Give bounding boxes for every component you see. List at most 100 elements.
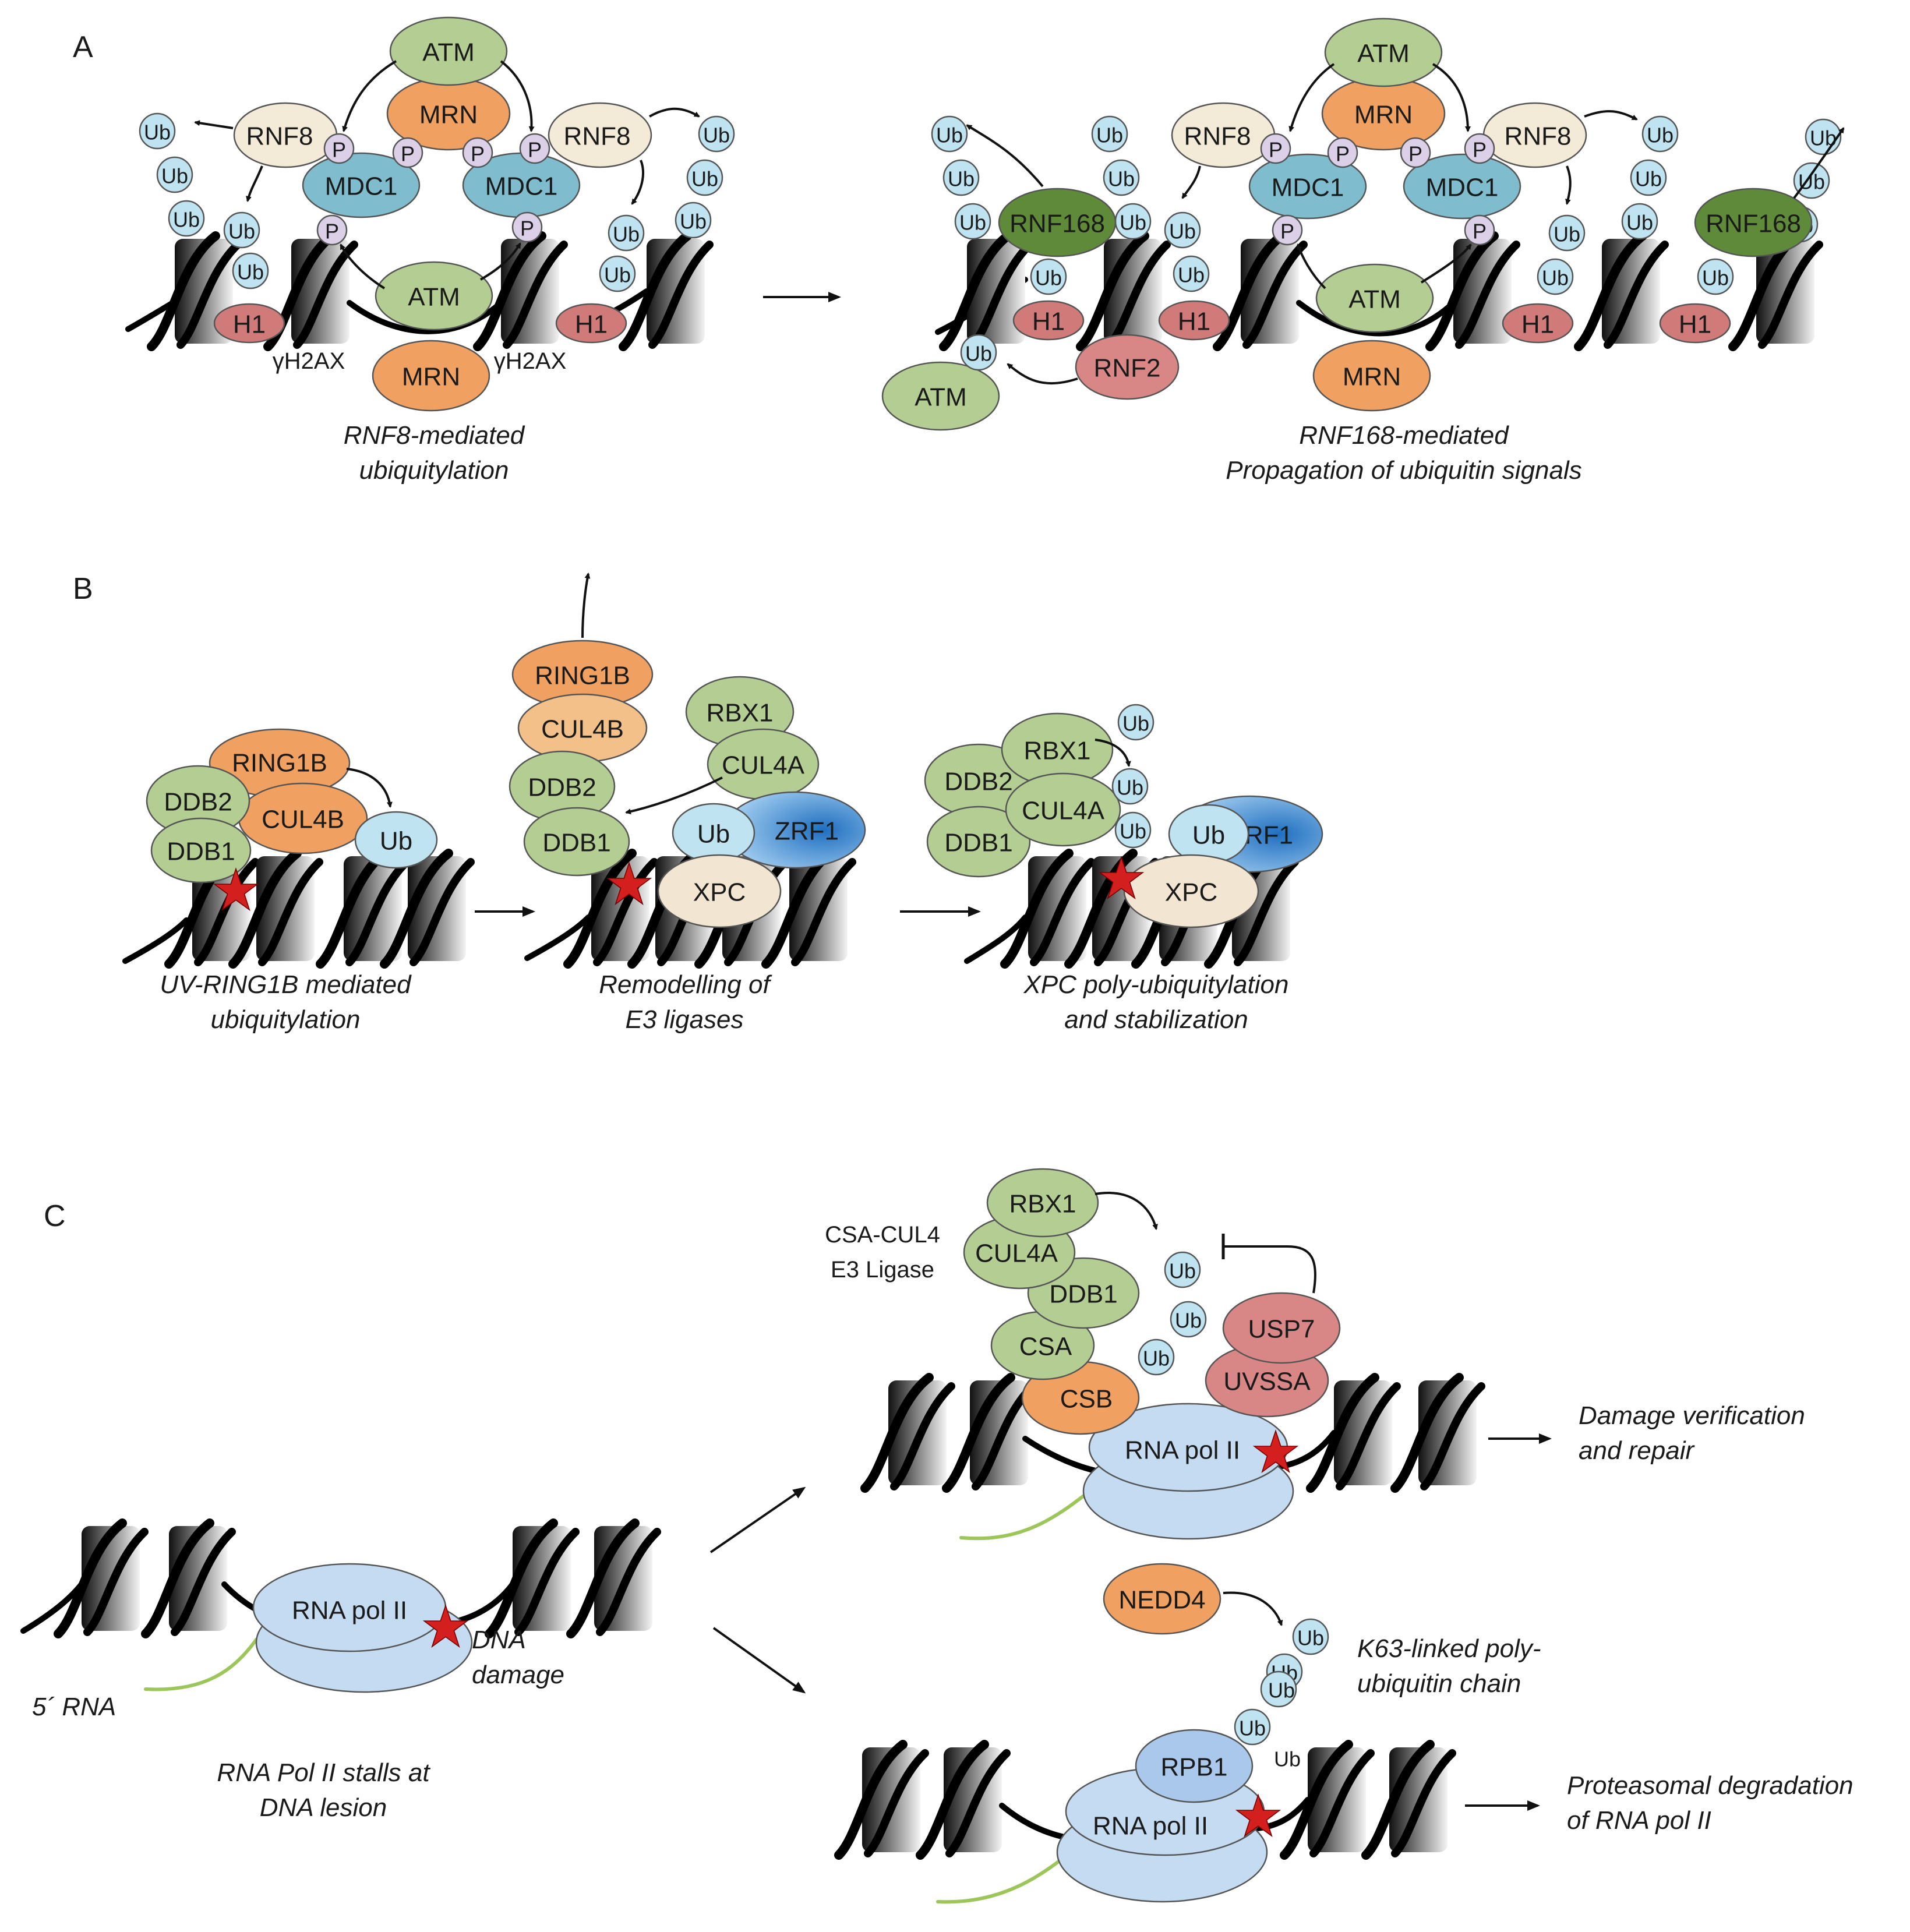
ub-chain: Ub Ub Ub — [675, 115, 735, 239]
panel-b-label: B — [73, 572, 93, 606]
svg-text:P: P — [528, 138, 542, 162]
rna-pol-label: RNA pol II — [1093, 1812, 1208, 1841]
svg-text:P: P — [1473, 220, 1487, 243]
svg-text:Ub: Ub — [161, 164, 188, 188]
panel-a-label: A — [73, 30, 93, 64]
xpc-label: XPC — [693, 878, 746, 907]
usp7-protein — [1222, 1292, 1341, 1364]
svg-text:Ub: Ub — [1117, 776, 1143, 800]
stall-caption-line2: DNA lesion — [260, 1793, 387, 1822]
ub-chain: Ub — [1030, 258, 1067, 295]
nucleosome — [623, 236, 709, 347]
atm-label: ATM — [422, 38, 475, 67]
zrf1-label: ZRF1 — [775, 817, 839, 846]
h1-label: H1 — [575, 310, 608, 339]
csa-label: CSA — [1019, 1333, 1072, 1361]
ring1b-label: RING1B — [535, 662, 630, 690]
svg-text:Ub: Ub — [1268, 1679, 1295, 1703]
signaling-arrows — [194, 60, 700, 289]
cul4b-label: CUL4B — [541, 715, 624, 744]
nucleosome — [1366, 1744, 1452, 1855]
ddb1-label: DDB1 — [167, 838, 235, 866]
svg-text:Ub: Ub — [604, 263, 631, 287]
mdc1-label: MDC1 — [325, 172, 398, 201]
svg-text:Ub: Ub — [1035, 266, 1062, 290]
rnf8-label: RNF8 — [564, 122, 631, 151]
uvssa-label: UVSSA — [1223, 1368, 1311, 1396]
atm-label: ATM — [408, 283, 460, 312]
ddb2-label: DDB2 — [944, 768, 1012, 796]
ddb2-label: DDB2 — [528, 773, 596, 802]
rnf168-protein — [1694, 188, 1813, 257]
svg-text:Ub: Ub — [1096, 123, 1123, 147]
caption-rnf8-line1: RNF8-mediated — [344, 421, 525, 450]
rna-transcript — [144, 1638, 258, 1691]
panel-c-repair: RNA pol II CSB CSA DDB1 CUL4A RBX1 CSA-C… — [825, 1168, 1805, 1541]
svg-text:P: P — [1280, 220, 1294, 243]
rna-transcript — [959, 1481, 1103, 1541]
svg-text:P: P — [1336, 142, 1350, 166]
svg-text:Ub: Ub — [936, 123, 963, 147]
ligase-arrow — [625, 776, 723, 815]
ub-chain: Ub Ub Ub — [1091, 115, 1152, 240]
ligase-arrow — [1095, 739, 1131, 767]
nucleosome — [571, 1523, 657, 1634]
rbx1-label: RBX1 — [1024, 737, 1091, 765]
dna-damage-line1: DNA — [472, 1626, 526, 1654]
gamma-h2ax-label: γH2AX — [494, 348, 567, 374]
rpb1-protein — [1135, 1729, 1254, 1803]
h1-label: H1 — [1521, 310, 1554, 339]
ub-label: Ub — [697, 820, 730, 849]
rnf168-label: RNF168 — [1009, 210, 1105, 238]
cul4a-protein — [1005, 772, 1121, 847]
dna-strand — [964, 914, 1028, 964]
mdc1-label: MDC1 — [1426, 174, 1499, 202]
svg-text:Ub: Ub — [173, 208, 200, 232]
svg-text:Ub: Ub — [703, 123, 730, 147]
csb-label: CSB — [1060, 1385, 1113, 1414]
ddb1-protein — [150, 817, 252, 884]
rnf168-protein — [998, 188, 1117, 257]
proteasomal-degradation-line2: of RNA pol II — [1567, 1806, 1711, 1835]
atm-protein — [1315, 263, 1434, 333]
svg-text:Ub: Ub — [228, 220, 255, 243]
svg-text:Ub: Ub — [1810, 126, 1837, 150]
svg-text:P: P — [401, 142, 415, 166]
h1-label: H1 — [1178, 308, 1210, 336]
ub-chain: Ub Ub Ub — [139, 112, 205, 237]
mrn-label: MRN — [1343, 363, 1401, 391]
svg-text:Ub: Ub — [1542, 266, 1569, 290]
damage-verification-line1: Damage verification — [1579, 1401, 1805, 1430]
rnf168-label: RNF168 — [1706, 210, 1801, 238]
rpb1-label: RPB1 — [1161, 1753, 1228, 1782]
svg-text:Ub: Ub — [144, 121, 171, 144]
atm-label: ATM — [1357, 40, 1410, 68]
k63-chain-line2: ubiquitin chain — [1357, 1669, 1521, 1698]
xpc-protein — [1123, 854, 1259, 928]
panel-c-degradation: RNA pol II RPB1 NEDD4 Ub Ub Ub Ub Ub K63… — [839, 1563, 1853, 1904]
proteasomal-degradation-line1: Proteasomal degradation — [1567, 1771, 1853, 1800]
svg-text:P: P — [1473, 138, 1487, 162]
mrn-protein — [1312, 340, 1431, 412]
nucleosome — [865, 1378, 951, 1488]
ub-chain: Ub Ub Ub — [1138, 1251, 1207, 1376]
svg-text:Ub: Ub — [237, 260, 264, 284]
ddb1-protein — [523, 807, 630, 877]
rnf8-label: RNF8 — [1505, 122, 1572, 151]
svg-text:Ub: Ub — [1178, 263, 1205, 287]
rbx1-label: RBX1 — [707, 699, 774, 727]
caption-rnf168-line1: RNF168-mediated — [1299, 421, 1509, 450]
ubiquitylation-arrow — [346, 768, 393, 808]
svg-text:P: P — [520, 217, 534, 241]
nucleosome — [489, 1523, 576, 1634]
caption-step1-line1: UV-RING1B mediated — [160, 970, 412, 999]
dna-linker — [347, 300, 504, 334]
nucleosome — [1081, 236, 1167, 347]
mdc1-protein — [302, 152, 421, 218]
branch-arrow-down — [712, 1627, 806, 1694]
nucleosome — [1579, 236, 1665, 347]
h1-label: H1 — [1679, 310, 1711, 339]
mrn-label: MRN — [419, 101, 478, 129]
svg-text:P: P — [332, 138, 346, 162]
svg-text:Ub: Ub — [680, 210, 707, 234]
